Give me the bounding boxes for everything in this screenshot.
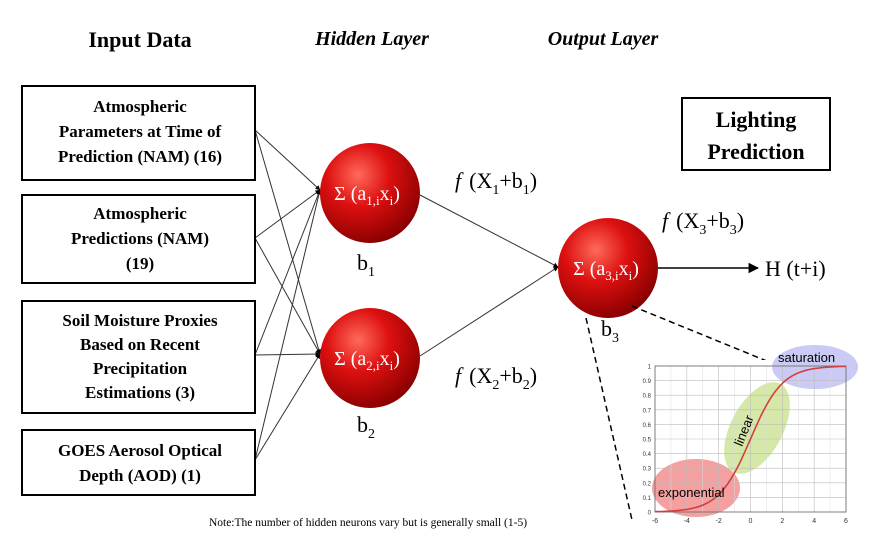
chart-x-tick-label: 2 <box>780 518 784 525</box>
zoom-connector-left <box>585 317 633 521</box>
lighting-prediction-line: Lighting <box>716 107 797 132</box>
input-box-2-line: Predictions (NAM) <box>71 229 209 248</box>
connection-input-2-hidden-2 <box>254 237 321 355</box>
hidden-node-1: Σ (a1,ixi) b1 <box>320 143 420 280</box>
region-linear <box>724 382 790 474</box>
connections <box>254 129 559 461</box>
connection-input-1-hidden-1 <box>254 129 321 191</box>
output-node-activation: f(X3+b3) <box>662 208 744 238</box>
input-box-1-line: Atmospheric <box>93 97 187 116</box>
chart-x-tick-label: -4 <box>684 518 690 525</box>
hidden-node-1-formula: Σ (a1,ixi) <box>334 183 400 208</box>
lighting-prediction-box: Lighting Prediction <box>681 97 831 171</box>
chart-x-tick-label: 4 <box>812 518 816 525</box>
chart-y-tick-label: 0.9 <box>643 379 652 385</box>
chart-y-tick-label: 0.5 <box>643 438 652 444</box>
output-node-bias: b3 <box>601 316 619 346</box>
header-output-layer: Output Layer <box>548 28 659 50</box>
chart-y-tick-label: 0 <box>648 511 652 517</box>
chart-x-tick-label: 0 <box>749 518 753 525</box>
input-box-3: Soil Moisture Proxies Based on Recent Pr… <box>21 300 256 414</box>
connection-input-3-hidden-2 <box>254 351 321 357</box>
connection-input-3-hidden-1 <box>254 189 321 356</box>
input-box-1-line: Parameters at Time of <box>59 122 222 141</box>
chart-y-tick-label: 0.2 <box>643 481 652 487</box>
lighting-prediction-line: Prediction <box>707 139 804 164</box>
chart-x-tick-label: 6 <box>844 518 848 525</box>
sigmoid-chart: -6 -4 -2 0 2 4 6 0 0.1 0.2 0.3 0.4 0.5 0.6 0.7 0.8 0.9 1 e… <box>640 345 858 532</box>
input-box-3-line: Precipitation <box>93 359 188 378</box>
connection-input-4-hidden-1 <box>254 189 322 461</box>
connection-input-4-hidden-2 <box>254 353 321 461</box>
chart-frame <box>654 365 847 513</box>
hidden-node-1-bias: b1 <box>357 250 375 280</box>
input-box-4: GOES Aerosol Optical Depth (AOD) (1) <box>21 429 256 496</box>
chart-y-tick-label: 0.4 <box>643 452 652 458</box>
region-saturation <box>772 345 858 389</box>
chart-x-tick-label: -6 <box>652 518 658 525</box>
chart-y-tick-label: 0.7 <box>643 408 652 414</box>
input-box-4-line: GOES Aerosol Optical <box>58 441 222 460</box>
input-box-2-line: (19) <box>126 254 154 273</box>
hidden-node-1-activation: f(X1+b1) <box>455 168 537 198</box>
connection-hidden-1-output <box>419 194 559 268</box>
footnote: Note:The number of hidden neurons vary b… <box>209 517 527 529</box>
input-box-1: Atmospheric Parameters at Time of Predic… <box>21 85 256 181</box>
hidden-node-2-formula: Σ (a2,ixi) <box>334 348 400 373</box>
hidden-node-2-activation: f(X2+b2) <box>455 363 537 393</box>
output-node: Σ (a3,ixi) b3 <box>558 218 658 346</box>
input-box-3-line: Estimations (3) <box>85 383 195 402</box>
connection-input-2-hidden-1 <box>254 189 321 239</box>
output-node-sphere <box>558 218 658 318</box>
input-box-2: Atmospheric Predictions (NAM) (19) <box>21 194 256 284</box>
output-label: H (t+i) <box>765 256 826 281</box>
input-box-2-line: Atmospheric <box>93 204 187 223</box>
header-input-data: Input Data <box>88 27 191 52</box>
chart-y-tick-label: 0.3 <box>643 467 652 473</box>
input-box-3-line: Based on Recent <box>80 335 200 354</box>
output-node-formula: Σ (a3,ixi) <box>573 258 639 283</box>
chart-x-tick-label: -2 <box>716 518 722 525</box>
chart-y-tick-label: 0.1 <box>643 496 652 502</box>
hidden-node-1-sphere <box>320 143 420 243</box>
connection-input-1-hidden-2 <box>254 129 322 355</box>
region-label-saturation: saturation <box>778 350 835 365</box>
input-box-4-line: Depth (AOD) (1) <box>79 466 201 485</box>
chart-y-tick-label: 0.6 <box>643 423 652 429</box>
connection-hidden-2-output <box>419 266 559 357</box>
chart-y-tick-label: 0.8 <box>643 394 652 400</box>
region-label-exponential: exponential <box>658 485 725 500</box>
region-exponential <box>652 459 740 517</box>
sigmoid-curve <box>655 365 846 513</box>
hidden-node-2: Σ (a2,ixi) b2 <box>320 308 420 442</box>
input-box-3-line: Soil Moisture Proxies <box>62 311 218 330</box>
input-box-1-line: Prediction (NAM) (16) <box>58 147 222 166</box>
hidden-node-2-sphere <box>320 308 420 408</box>
header-hidden-layer: Hidden Layer <box>314 28 429 50</box>
hidden-node-2-bias: b2 <box>357 412 375 442</box>
chart-y-tick-label: 1 <box>648 365 652 371</box>
